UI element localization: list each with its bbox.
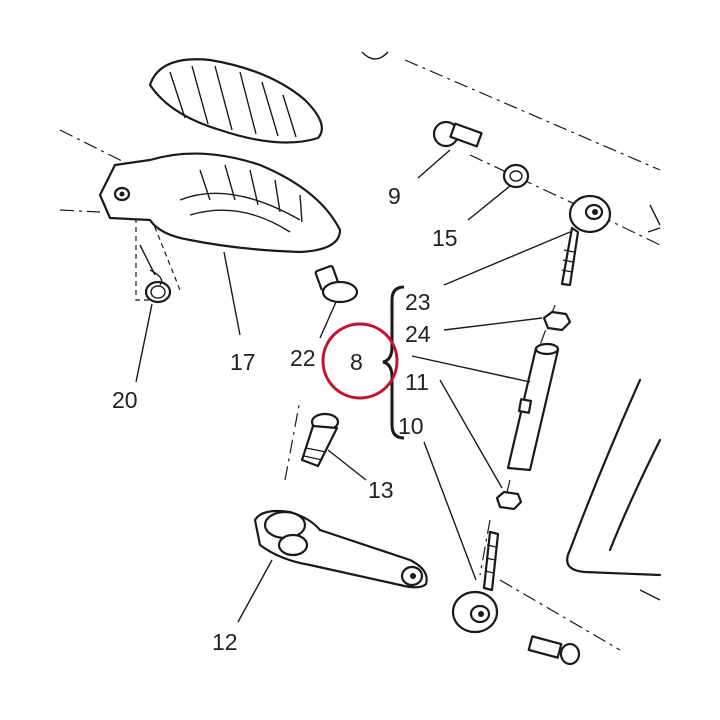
frame-arc <box>361 51 389 60</box>
rod-end-23 <box>560 194 612 287</box>
label-8: 8 <box>350 349 363 375</box>
footpeg-rubber <box>148 58 323 144</box>
label-9: 9 <box>388 183 401 209</box>
footpeg-17 <box>98 152 342 254</box>
frame-right <box>566 204 662 601</box>
leader-lines <box>135 149 571 623</box>
label-13: 13 <box>368 477 394 503</box>
label-15: 15 <box>432 225 458 251</box>
bolt-22 <box>314 264 359 304</box>
washer-15 <box>502 163 530 189</box>
part-labels: 9 15 23 24 8 11 10 22 17 20 13 12 <box>112 183 458 655</box>
label-17: 17 <box>230 349 256 375</box>
highlight-circle <box>321 322 399 400</box>
spring-20 <box>139 244 172 304</box>
label-10: 10 <box>398 413 424 439</box>
label-23: 23 <box>405 289 431 315</box>
label-11: 11 <box>405 369 429 395</box>
bolt-13 <box>300 412 340 468</box>
bolt-9 <box>432 120 483 148</box>
rod-end-10 <box>451 530 500 634</box>
label-12: 12 <box>212 629 238 655</box>
label-22: 22 <box>290 345 316 371</box>
group-bracket <box>382 285 405 440</box>
label-24: 24 <box>405 321 431 347</box>
nut-11 <box>495 490 523 511</box>
nut-24 <box>542 310 572 332</box>
bolt-bottom <box>527 635 581 666</box>
tube-8 <box>506 342 560 472</box>
label-20: 20 <box>112 387 138 413</box>
shift-lever-12 <box>253 509 428 589</box>
